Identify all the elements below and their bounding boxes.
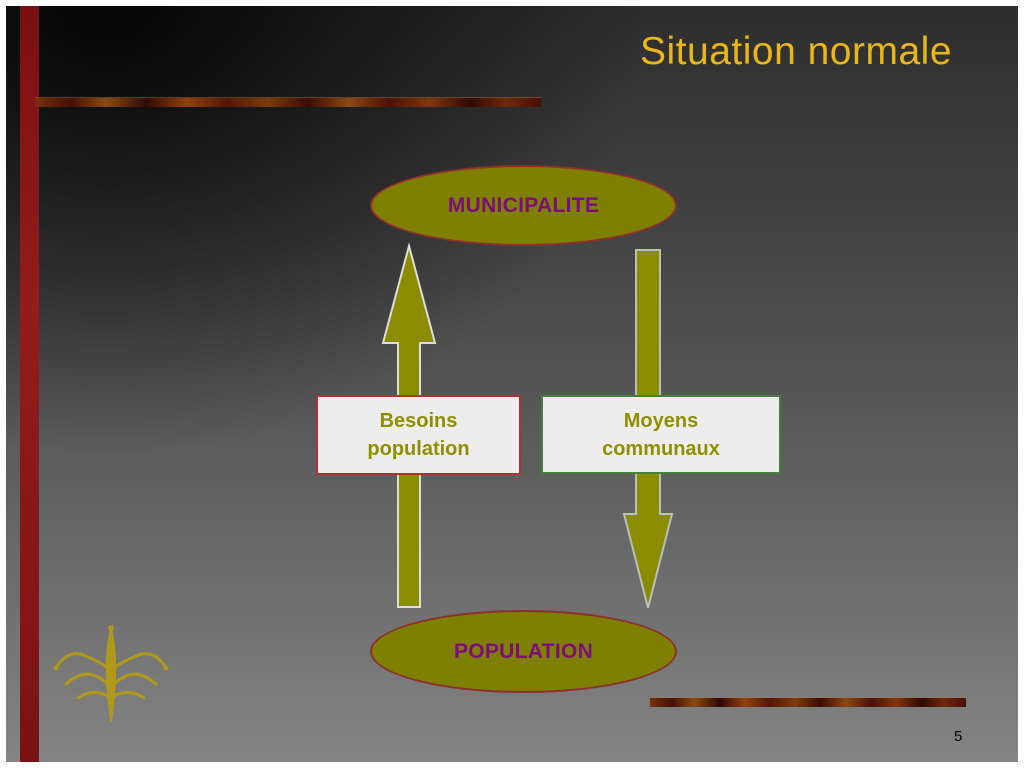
decorative-strip-bottom xyxy=(650,698,966,707)
besoins-population-box: Besoins population xyxy=(316,395,521,475)
moyens-communaux-box: Moyens communaux xyxy=(541,395,781,474)
besoins-population-label: Besoins population xyxy=(367,410,470,460)
page-number: 5 xyxy=(954,728,963,745)
moyens-communaux-label: Moyens communaux xyxy=(602,409,720,460)
left-maroon-bar xyxy=(20,6,39,762)
decorative-strip-top xyxy=(35,98,541,107)
gold-flourish-ornament-icon xyxy=(53,625,169,723)
municipalite-label: MUNICIPALITE xyxy=(447,193,600,217)
slide: Situation normale Besoins population Moy… xyxy=(6,6,1018,762)
slide-title: Situation normale xyxy=(640,30,953,73)
population-label: POPULATION xyxy=(453,639,594,663)
municipalite-ellipse: MUNICIPALITE xyxy=(370,165,677,246)
population-ellipse: POPULATION xyxy=(370,610,677,693)
